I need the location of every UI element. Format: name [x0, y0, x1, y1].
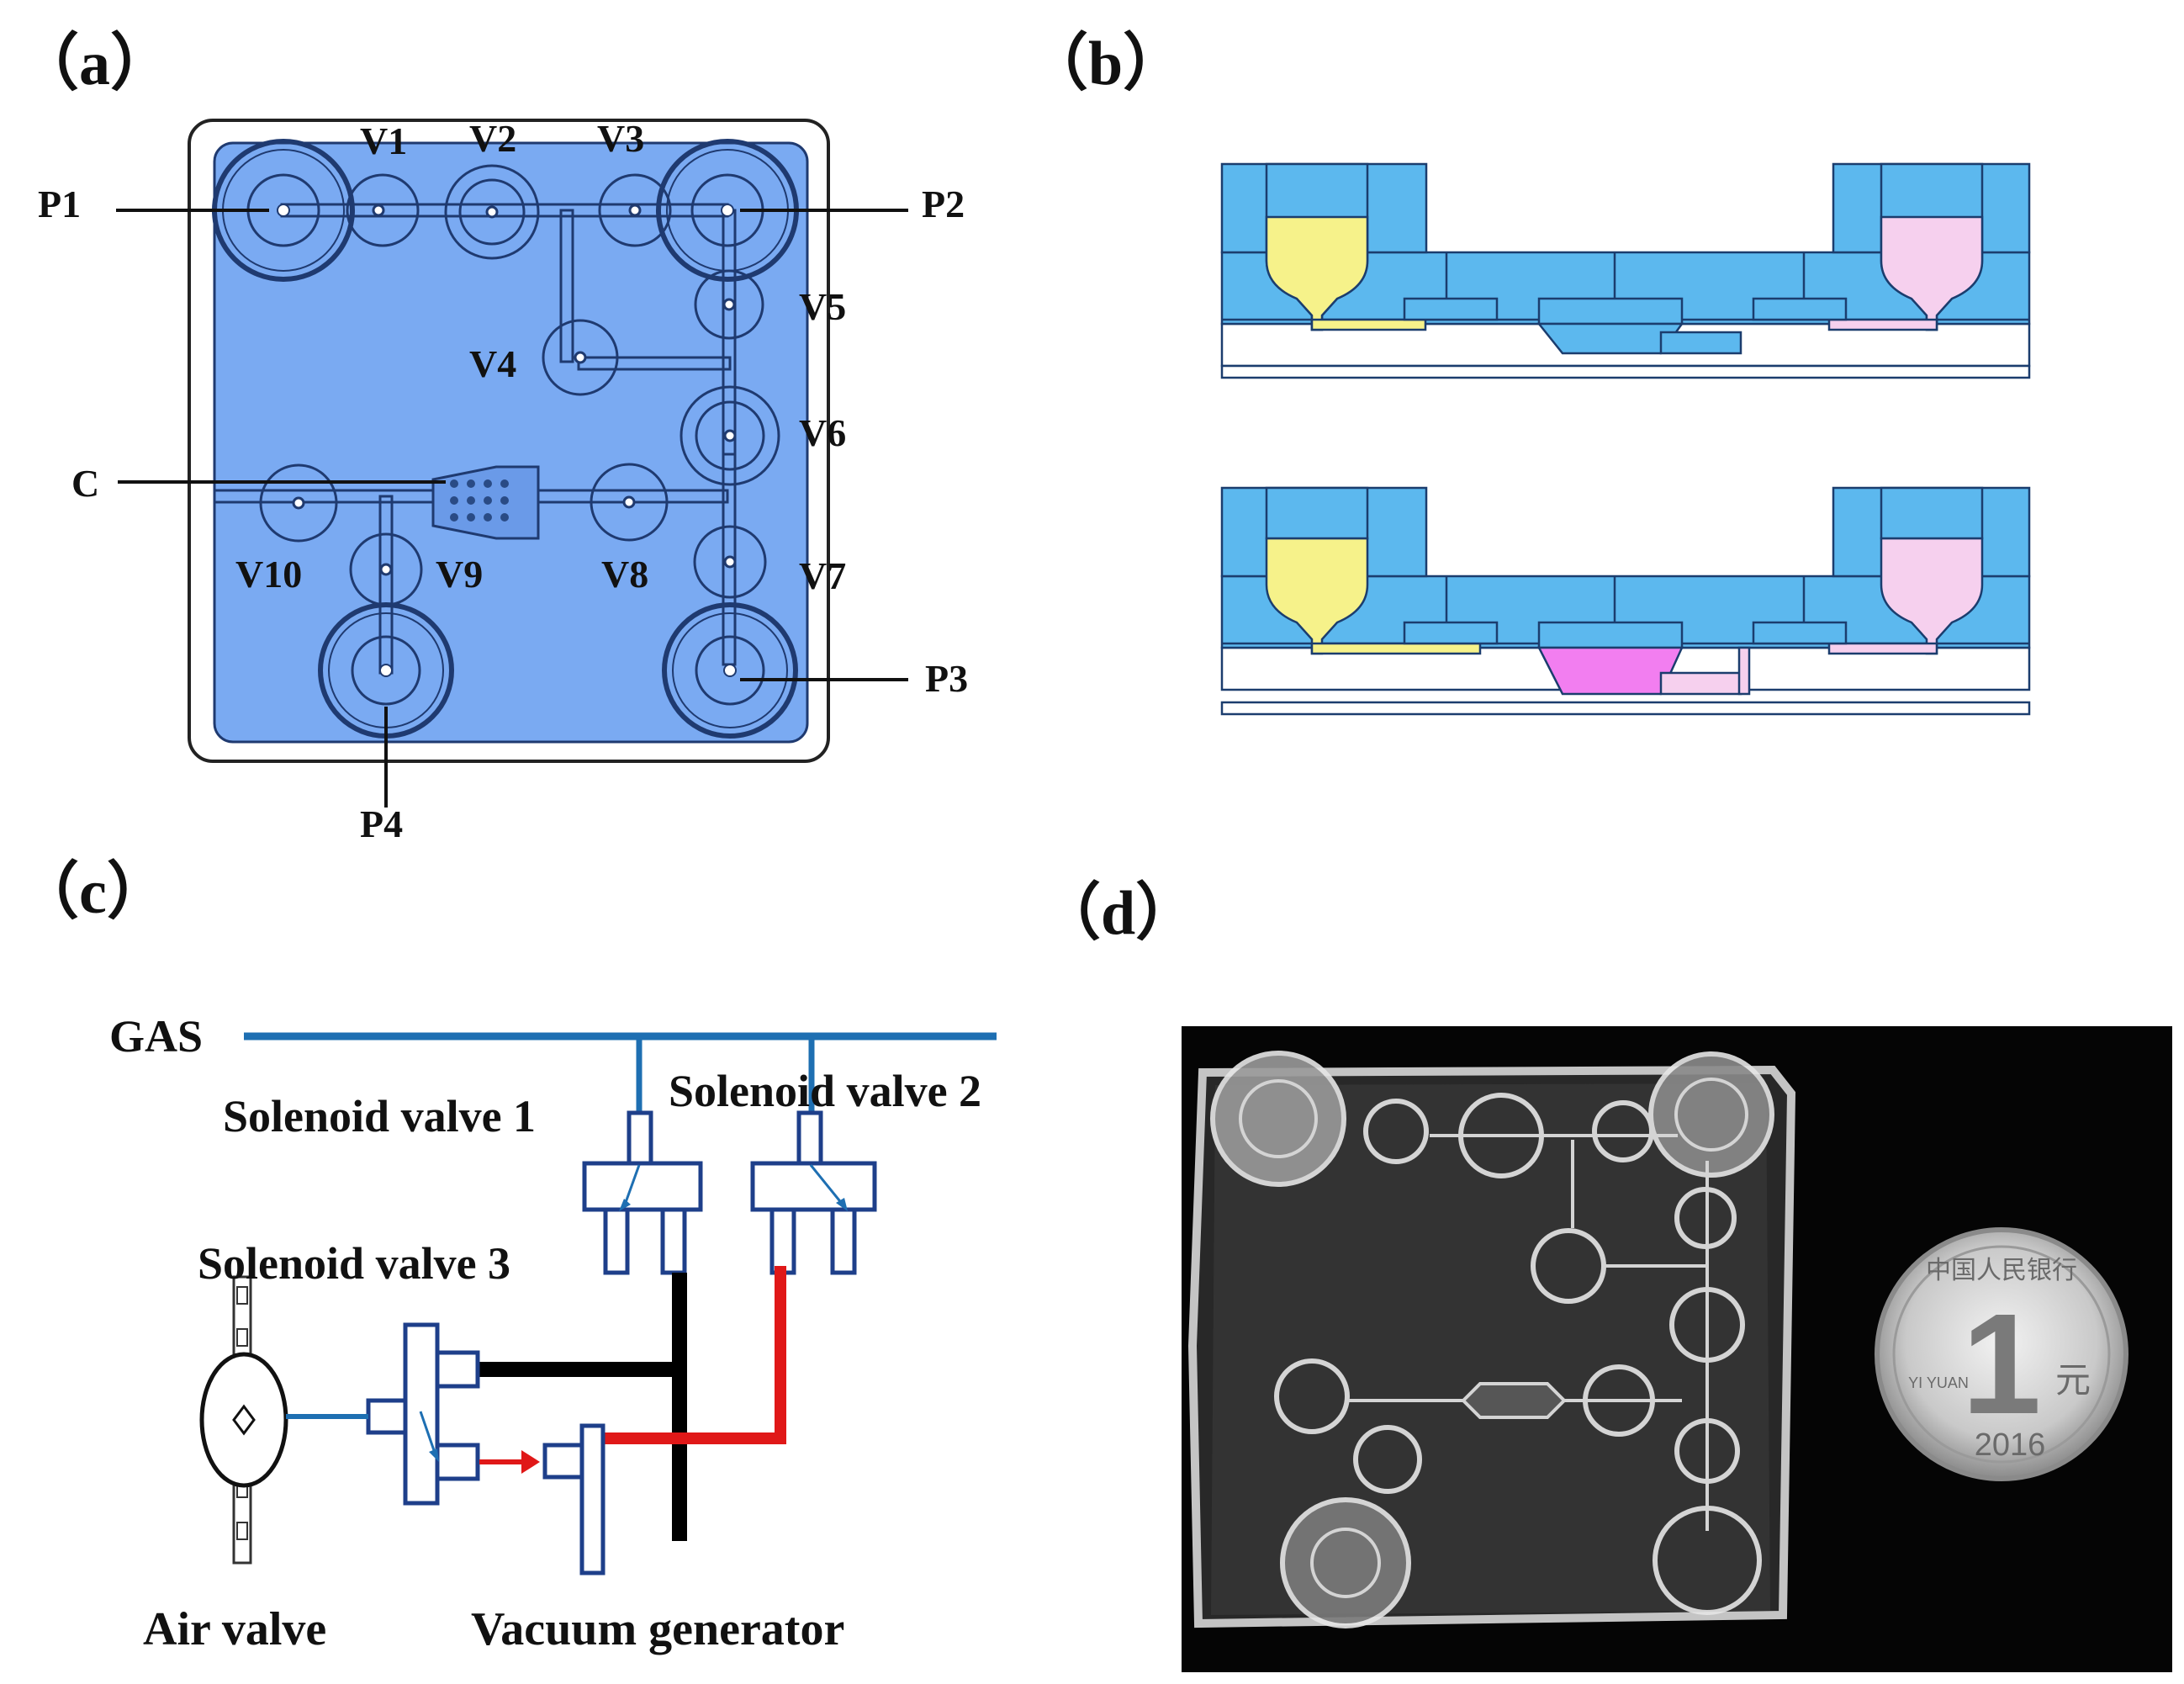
coin-pinyin: YI YUAN — [1908, 1374, 1969, 1391]
label-v3: V3 — [597, 117, 644, 160]
solenoid-valve-1 — [582, 1110, 703, 1275]
solenoid-valve-2 — [750, 1110, 877, 1275]
label-v4: V4 — [469, 342, 516, 385]
label-v10: V10 — [235, 553, 302, 596]
label-v8: V8 — [601, 553, 648, 596]
valve-v4 — [542, 319, 619, 396]
label-v9: V9 — [436, 553, 483, 596]
chip-photo-features — [1210, 1051, 1774, 1628]
vacuum-arrow-head — [521, 1450, 540, 1474]
label-gas: GAS — [109, 1011, 203, 1062]
panel-label-d: （d） — [1039, 879, 1198, 948]
valve-v10 — [259, 463, 338, 543]
panel-a-chip-layout: P1 P2 P3 P4 C V1 V2 V3 V4 V5 V6 V7 V8 V9… — [38, 117, 968, 845]
label-p3: P3 — [925, 657, 968, 700]
label-v7: V7 — [799, 554, 846, 597]
leader-lines — [116, 209, 908, 808]
coin-year: 2016 — [1975, 1427, 2046, 1463]
panel-label-a: （a） — [17, 29, 172, 98]
vacuum-line — [593, 1266, 786, 1444]
label-solenoid-valve-3: Solenoid valve 3 — [198, 1238, 510, 1289]
panel-c-circuit: GAS Solenoid valve 1 Solenoid valve 2 So… — [109, 1011, 997, 1655]
port-p3 — [662, 602, 798, 739]
chamber-c-pillars — [450, 479, 509, 522]
air-valve — [199, 1275, 288, 1565]
vacuum-generator — [542, 1423, 605, 1575]
valve-v7 — [693, 525, 767, 599]
valve-v3 — [598, 173, 672, 247]
label-p4: P4 — [360, 802, 403, 845]
panel-label-b: （b） — [1026, 29, 1185, 98]
label-solenoid-valve-1: Solenoid valve 1 — [223, 1091, 536, 1141]
coin-yuan: 元 — [2055, 1359, 2091, 1401]
label-solenoid-valve-2: Solenoid valve 2 — [669, 1066, 981, 1116]
valve-v5 — [694, 269, 764, 340]
valve-v6 — [680, 385, 780, 486]
coin-disc — [1875, 1227, 2128, 1481]
valve-v9 — [349, 532, 423, 606]
valve-v8 — [590, 463, 669, 542]
coin: 1 元 2016 YI YUAN 中国人民银行 — [1875, 1227, 2128, 1481]
valve-v1 — [346, 173, 420, 247]
label-v1: V1 — [360, 119, 407, 162]
coin-value: 1 — [1962, 1284, 2042, 1444]
label-v5: V5 — [799, 285, 846, 328]
cross-section-top — [1220, 162, 2031, 379]
label-v6: V6 — [799, 411, 846, 454]
label-p1: P1 — [38, 183, 81, 225]
panel-d-photo: 1 元 2016 YI YUAN 中国人民银行 — [1182, 1026, 2172, 1672]
label-v2: V2 — [469, 117, 516, 160]
valve-v2 — [444, 164, 540, 260]
coin-country: 中国人民银行 — [1926, 1256, 2077, 1285]
panel-label-c: （c） — [17, 858, 169, 927]
label-c: C — [71, 462, 99, 505]
chip-body — [213, 141, 809, 744]
label-p2: P2 — [922, 183, 965, 225]
solenoid-valve-3 — [366, 1322, 480, 1506]
cross-section-bottom — [1220, 486, 2031, 716]
label-vacuum-generator: Vacuum generator — [471, 1603, 844, 1655]
label-air-valve: Air valve — [143, 1603, 326, 1655]
